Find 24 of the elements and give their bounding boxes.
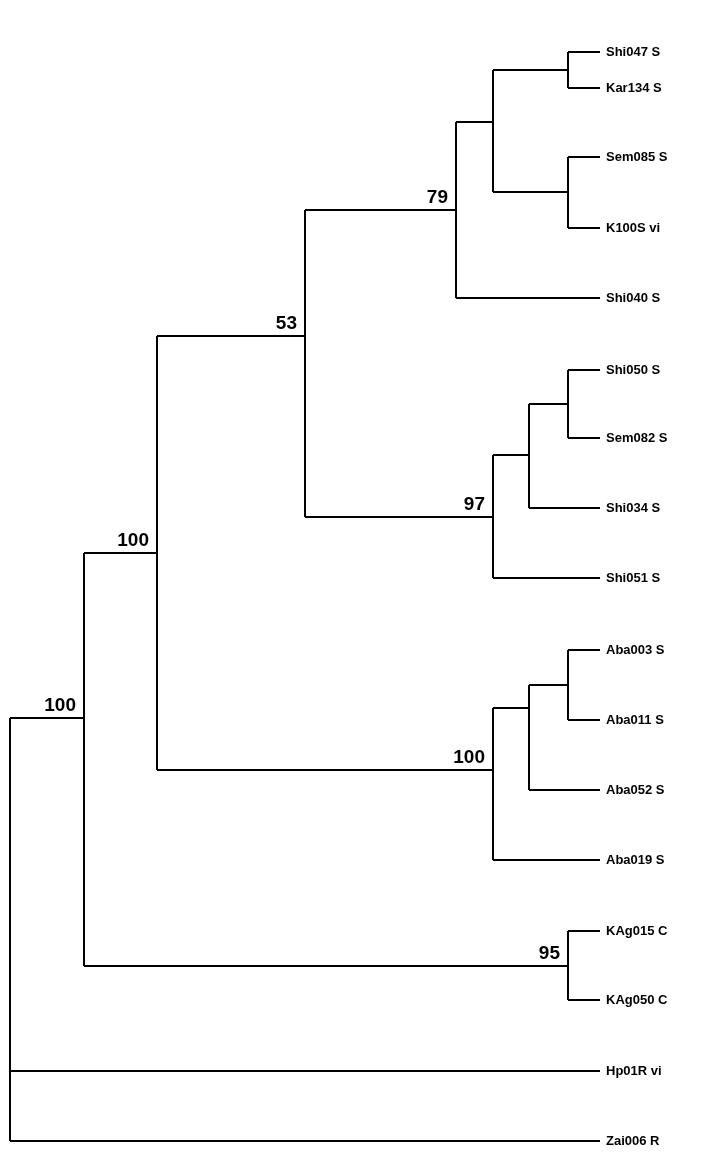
taxon-label: Aba003 S xyxy=(606,642,665,658)
taxon-label: Shi051 S xyxy=(606,570,661,586)
taxon-label: Sem085 S xyxy=(606,149,668,165)
bootstrap-value: 97 xyxy=(463,493,485,515)
taxon-label: K100S vi xyxy=(606,220,661,236)
taxon-label: Aba019 S xyxy=(606,852,665,868)
bootstrap-value: 53 xyxy=(275,312,297,334)
taxon-label: Sem082 S xyxy=(606,430,668,446)
taxon-label: Shi034 S xyxy=(606,500,661,516)
taxon-label: Shi050 S xyxy=(606,362,661,378)
taxon-label: Shi047 S xyxy=(606,44,661,60)
taxon-label: Shi040 S xyxy=(606,290,661,306)
bootstrap-value: 79 xyxy=(426,186,448,208)
bootstrap-value: 100 xyxy=(117,529,149,551)
taxon-label: Kar134 S xyxy=(606,80,662,96)
taxon-label: KAg015 C xyxy=(606,923,668,939)
bootstrap-value: 100 xyxy=(44,694,76,716)
taxon-label: KAg050 C xyxy=(606,992,668,1008)
taxon-label: Hp01R vi xyxy=(606,1063,662,1079)
bootstrap-value: 100 xyxy=(453,746,485,768)
taxon-label: Aba011 S xyxy=(606,712,664,728)
bootstrap-value: 95 xyxy=(538,942,560,964)
taxon-label: Zai006 R xyxy=(606,1133,660,1149)
taxon-label: Aba052 S xyxy=(606,782,665,798)
